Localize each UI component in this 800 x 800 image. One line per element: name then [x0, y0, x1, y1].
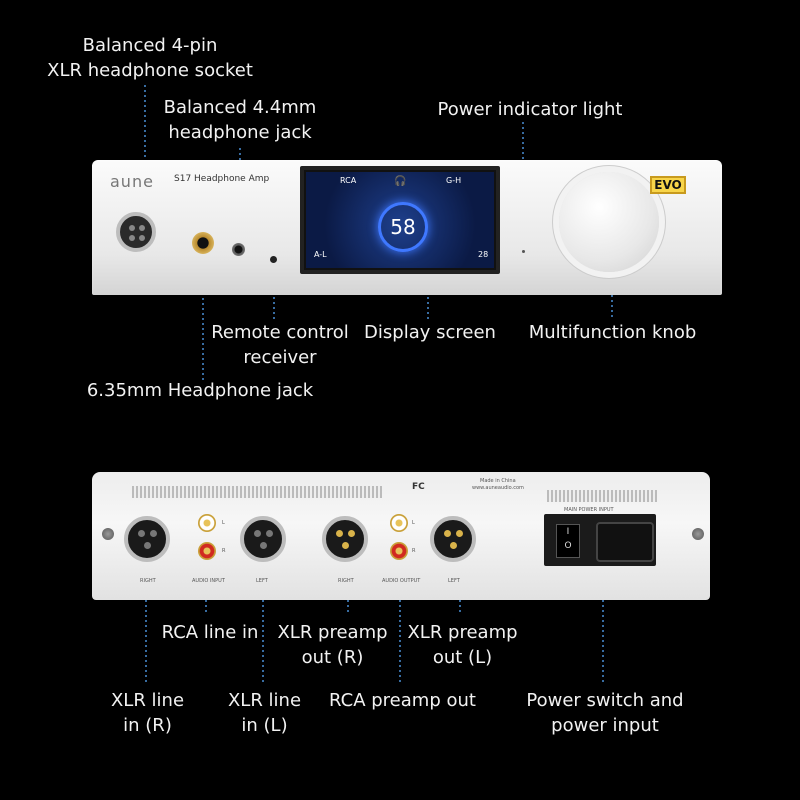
headphone-jack-44: [232, 243, 245, 256]
power-indicator-light: [522, 250, 525, 253]
evo-badge: EVO: [650, 176, 686, 194]
screen-mode: G-H: [446, 176, 462, 185]
multifunction-knob: [559, 172, 659, 272]
left-output-label: LEFT: [448, 578, 460, 584]
screen-bottom-left: A-L: [314, 250, 327, 259]
xlr-input-left: [240, 516, 286, 562]
vent-right: [547, 490, 657, 502]
label-power-light: Power indicator light: [437, 99, 623, 120]
rca-out-l-label: L: [412, 520, 415, 526]
screen-input: RCA: [340, 176, 357, 185]
remote-receiver: [270, 256, 277, 263]
headphone-icon: 🎧: [394, 176, 407, 187]
iec-power-socket: [596, 522, 654, 562]
display-screen: RCA 🎧 G-H 58 A-L 28: [300, 166, 500, 274]
xlr-headphone-socket: [116, 212, 156, 252]
volume-value: 58: [390, 215, 416, 239]
right-input-label: RIGHT: [140, 578, 156, 584]
brand-logo: aune: [110, 172, 154, 191]
label-xlr-in-l: XLR line in (L): [227, 690, 302, 736]
headphone-jack-635: [192, 232, 214, 254]
rca-output-r: [390, 542, 408, 560]
label-xlr-out-r: XLR preamp out (R): [277, 622, 388, 668]
front-panel: aune S17 Headphone Amp RCA 🎧 G-H 58 A-L …: [92, 160, 722, 295]
main-power-text: MAIN POWER INPUT: [564, 507, 614, 513]
screw: [692, 528, 704, 540]
label-display: Display screen: [364, 322, 496, 343]
label-power: Power switch and power input: [526, 690, 684, 736]
label-remote: Remote control receiver: [211, 322, 349, 368]
screen-bottom-right: 28: [478, 250, 489, 259]
xlr-output-left: [430, 516, 476, 562]
vent-left: [132, 486, 382, 498]
label-xlr-out-l: XLR preamp out (L): [407, 622, 518, 668]
screw: [102, 528, 114, 540]
url-text: www.auneaudio.com: [472, 485, 524, 491]
rear-panel: FC Made in China www.auneaudio.com MAIN …: [92, 472, 710, 600]
label-rca-in: RCA line in: [161, 622, 259, 643]
label-jack-44: Balanced 4.4mm headphone jack: [163, 97, 317, 143]
right-output-label: RIGHT: [338, 578, 354, 584]
left-input-label: LEFT: [256, 578, 268, 584]
rca-out-r-label: R: [412, 548, 416, 554]
label-jack-635: 6.35mm Headphone jack: [86, 380, 314, 401]
fc-mark: FC: [412, 482, 425, 492]
label-knob: Multifunction knob: [528, 322, 697, 343]
rca-input-r: [198, 542, 216, 560]
xlr-input-right: [124, 516, 170, 562]
xlr-output-right: [322, 516, 368, 562]
rca-in-r-label: R: [222, 548, 226, 554]
rca-in-l-label: L: [222, 520, 225, 526]
audio-input-label: AUDIO INPUT: [192, 578, 225, 584]
rca-output-l: [390, 514, 408, 532]
model-name: S17 Headphone Amp: [174, 174, 270, 184]
label-rca-out: RCA preamp out: [329, 690, 476, 711]
made-in-text: Made in China: [480, 478, 516, 484]
label-xlr-in-r: XLR line in (R): [110, 690, 185, 736]
rca-input-l: [198, 514, 216, 532]
volume-dial: 58: [378, 202, 428, 252]
label-xlr-socket: Balanced 4-pin XLR headphone socket: [47, 35, 253, 81]
audio-output-label: AUDIO OUTPUT: [382, 578, 421, 584]
